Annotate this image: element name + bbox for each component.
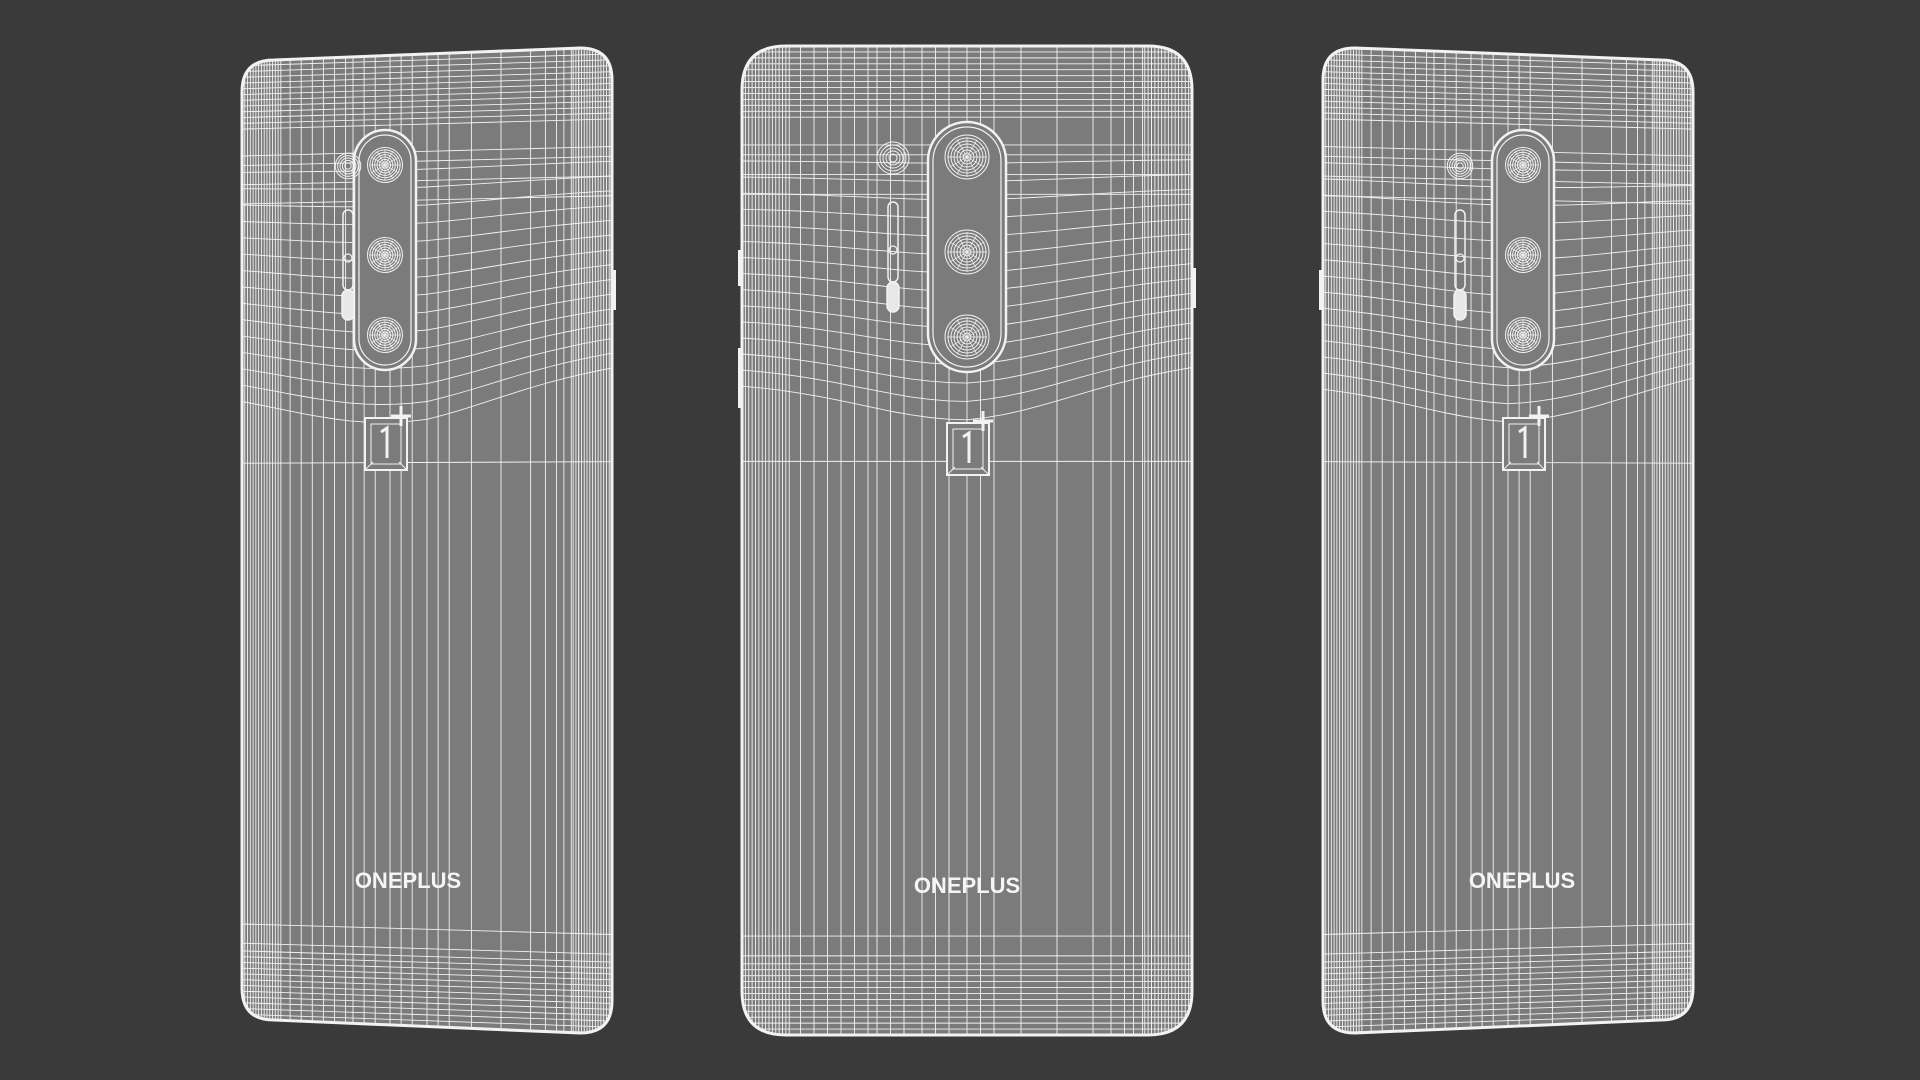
- camera-lens-icon: [944, 134, 990, 180]
- camera-lens-icon: [1505, 237, 1541, 273]
- sensor-icon: [876, 141, 910, 175]
- flash-icon: [886, 281, 900, 313]
- camera-lens-icon: [944, 314, 990, 360]
- camera-module: [1446, 128, 1556, 372]
- camera-lens-icon: [367, 317, 403, 353]
- camera-module: [334, 128, 418, 372]
- flash-icon: [1453, 289, 1467, 321]
- camera-lens-icon: [944, 229, 990, 275]
- camera-module: [876, 120, 1008, 374]
- camera-lens-icon: [1505, 147, 1541, 183]
- sensor-icon: [334, 152, 362, 180]
- wireframe-mesh: [1323, 48, 1693, 1033]
- camera-lens-icon: [1505, 317, 1541, 353]
- oneplus-logo-icon: [946, 411, 993, 476]
- brand-wordmark: ONEPLUS: [355, 868, 461, 893]
- brand-wordmark: ONEPLUS: [1469, 868, 1575, 893]
- camera-lens-icon: [367, 237, 403, 273]
- flash-icon: [341, 289, 355, 321]
- phone-left-view: ONEPLUS: [240, 46, 616, 1035]
- oneplus-logo-icon: [364, 406, 411, 471]
- brand-wordmark: ONEPLUS: [914, 873, 1020, 898]
- oneplus-logo-icon: [1502, 406, 1549, 471]
- sensor-icon: [1446, 152, 1474, 180]
- wireframe-mesh: [742, 46, 1192, 1035]
- phone-front-view: ONEPLUS: [738, 44, 1196, 1037]
- camera-lens-icon: [367, 147, 403, 183]
- phone-right-view: ONEPLUS: [1319, 46, 1695, 1035]
